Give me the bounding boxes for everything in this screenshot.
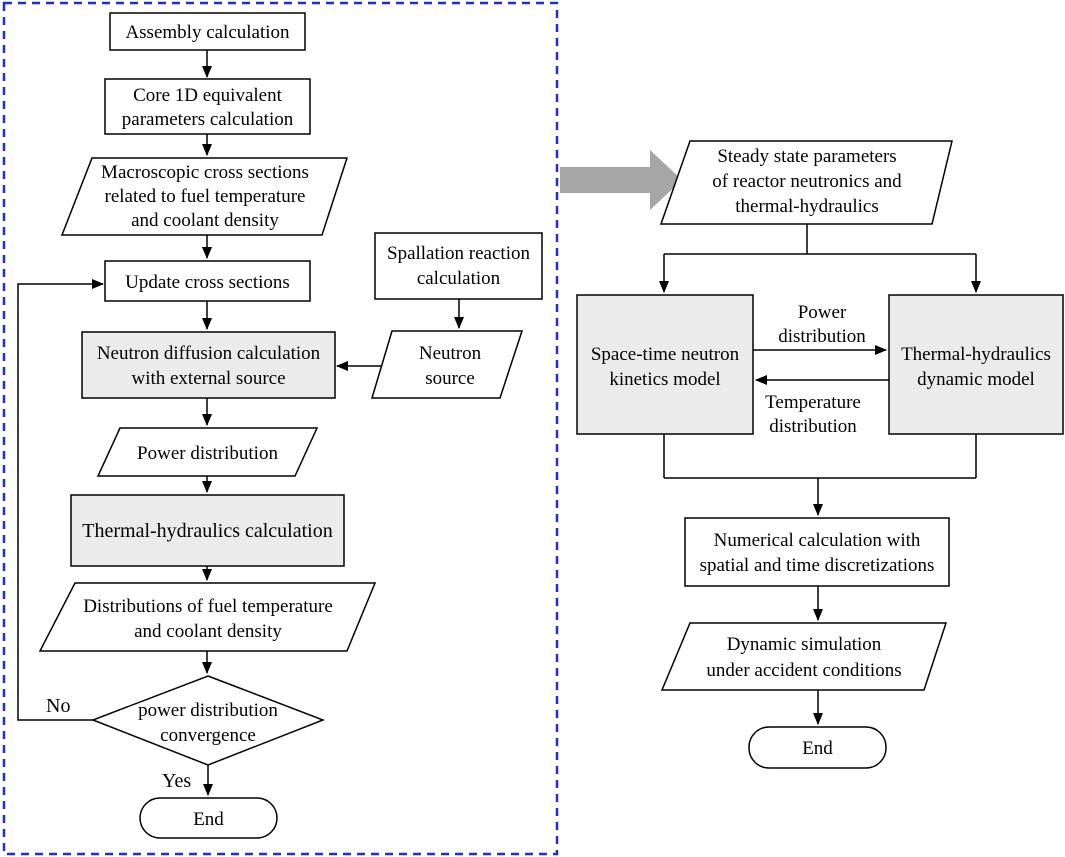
dynamic-sim-line1: Dynamic simulation	[727, 634, 882, 655]
update-xs-box: Update cross sections	[104, 260, 311, 302]
left-end-terminator: End	[139, 797, 278, 839]
steady-line2: of reactor neutronics and	[712, 171, 902, 192]
numerical-line2: spatial and time discretizations	[700, 555, 935, 576]
dynamic-sim-line2: under accident conditions	[706, 660, 901, 681]
diffusion-line1: Neutron diffusion calculation	[97, 343, 321, 364]
spallation-line2: calculation	[417, 268, 501, 289]
distributions-parallelogram: Distributions of fuel temperature and co…	[38, 582, 377, 652]
right-end-terminator: End	[748, 726, 887, 769]
core1d-line2: parameters calculation	[122, 109, 294, 130]
dynamic-simulation-parallelogram: Dynamic simulation under accident condit…	[660, 622, 948, 691]
kinetics-model-box: Space-time neutron kinetics model	[576, 294, 754, 435]
no-label: No	[46, 695, 70, 717]
macro-xs-line2: related to fuel temperature	[105, 186, 306, 207]
macro-xs-parallelogram: Macroscopic cross sections related to fu…	[60, 157, 349, 236]
core1d-line1: Core 1D equivalent	[133, 85, 283, 106]
right-end-label: End	[802, 738, 833, 759]
yes-label: Yes	[162, 770, 191, 792]
th-dynamic-model-box: Thermal-hydraulics dynamic model	[888, 294, 1064, 435]
convergence-line2: convergence	[160, 725, 256, 746]
temp-label-line1: Temperature	[765, 392, 861, 413]
power-distribution-parallelogram: Power distribution	[96, 427, 319, 477]
kinetics-line1: Space-time neutron	[591, 344, 740, 365]
numerical-calculation-box: Numerical calculation with spatial and t…	[684, 517, 950, 587]
convergence-decision: power distribution convergence	[90, 675, 326, 766]
macro-xs-line1: Macroscopic cross sections	[101, 162, 309, 183]
steady-line3: thermal-hydraulics	[735, 196, 879, 217]
distributions-line2: and coolant density	[134, 621, 282, 642]
steady-line1: Steady state parameters	[717, 146, 896, 167]
neutron-source-line2: source	[425, 368, 475, 389]
assembly-calculation-box: Assembly calculation	[109, 12, 306, 51]
power-distribution-label: Power distribution	[137, 443, 278, 464]
core1d-box: Core 1D equivalent parameters calculatio…	[104, 78, 311, 135]
neutron-source-parallelogram: Neutron source	[370, 330, 524, 399]
power-label-line2: distribution	[778, 326, 866, 347]
steady-state-parallelogram: Steady state parameters of reactor neutr…	[659, 140, 953, 225]
neutron-diffusion-box: Neutron diffusion calculation with exter…	[81, 331, 336, 399]
th-calculation-box: Thermal-hydraulics calculation	[70, 494, 345, 567]
th-calculation-label: Thermal-hydraulics calculation	[82, 520, 332, 542]
assembly-calculation-label: Assembly calculation	[125, 22, 290, 43]
th-dynamic-line1: Thermal-hydraulics	[901, 344, 1051, 365]
numerical-line1: Numerical calculation with	[714, 530, 921, 551]
macro-xs-line3: and coolant density	[131, 210, 279, 231]
update-xs-label: Update cross sections	[125, 272, 290, 293]
temp-label-line2: distribution	[769, 416, 857, 437]
transition-arrow-icon	[560, 150, 682, 210]
distributions-line1: Distributions of fuel temperature	[83, 596, 333, 617]
power-label-line1: Power	[798, 302, 847, 323]
spallation-line1: Spallation reaction	[387, 243, 530, 264]
arrow-no-loop-to-update	[17, 279, 104, 721]
kinetics-line2: kinetics model	[609, 369, 720, 390]
left-process-frame	[2, 1, 559, 856]
left-end-label: End	[193, 809, 224, 830]
convergence-line1: power distribution	[138, 700, 278, 721]
spallation-box: Spallation reaction calculation	[374, 232, 543, 300]
neutron-source-line1: Neutron	[419, 343, 482, 364]
th-dynamic-line2: dynamic model	[917, 369, 1035, 390]
diffusion-line2: with external source	[131, 368, 285, 389]
